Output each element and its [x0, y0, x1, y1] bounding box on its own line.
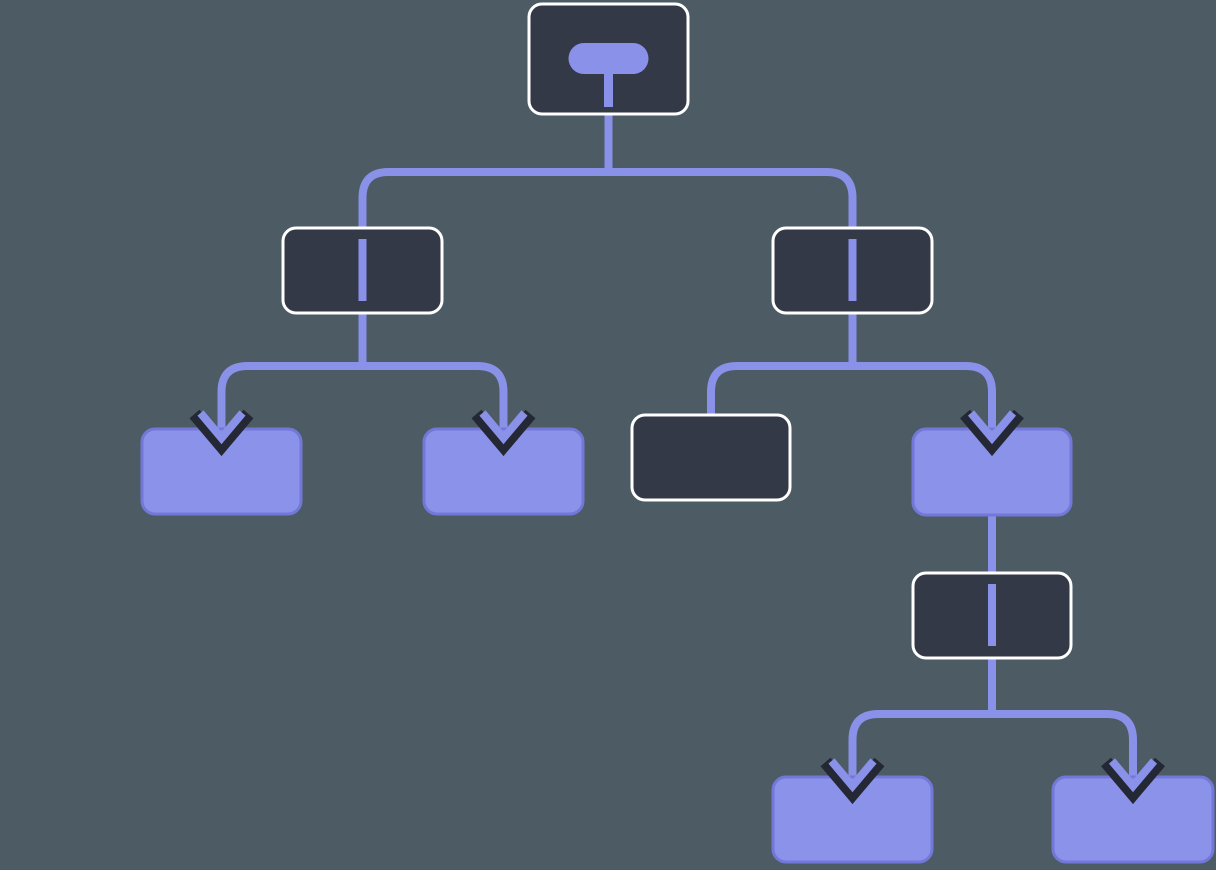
arrowhead-icon	[479, 410, 528, 445]
chevron-down-icon	[1101, 757, 1165, 805]
root-pill-icon	[568, 43, 649, 74]
chevron-down-icon	[471, 409, 536, 457]
tree-node-leaf-bottom-1[interactable]	[771, 775, 934, 864]
pass-through-bar-icon	[848, 239, 857, 301]
chevron-down-icon	[820, 757, 885, 805]
connector-bus	[358, 168, 857, 231]
root-pill-stem-icon	[604, 71, 613, 107]
chevron-down-icon	[960, 409, 1024, 457]
tree-node-leaf-left-2[interactable]	[422, 427, 585, 516]
tree-node-leaf-left-1[interactable]	[140, 427, 303, 516]
tree-node-node-right-purple[interactable]	[911, 427, 1073, 517]
arrowhead-icon	[197, 410, 246, 445]
pass-through-bar-icon	[988, 584, 996, 646]
arrowhead-icon	[828, 758, 877, 793]
arrowhead-icon	[967, 410, 1017, 445]
connector-bus	[707, 362, 996, 435]
connector-bus	[848, 710, 1137, 783]
chevron-down-icon	[189, 409, 254, 457]
arrowhead-icon	[1108, 758, 1158, 793]
tree-node-leaf-bottom-2[interactable]	[1051, 775, 1215, 864]
tree-node-node-right-dark[interactable]	[630, 413, 792, 502]
connector-bus	[217, 362, 508, 435]
pass-through-bar-icon	[358, 239, 367, 301]
